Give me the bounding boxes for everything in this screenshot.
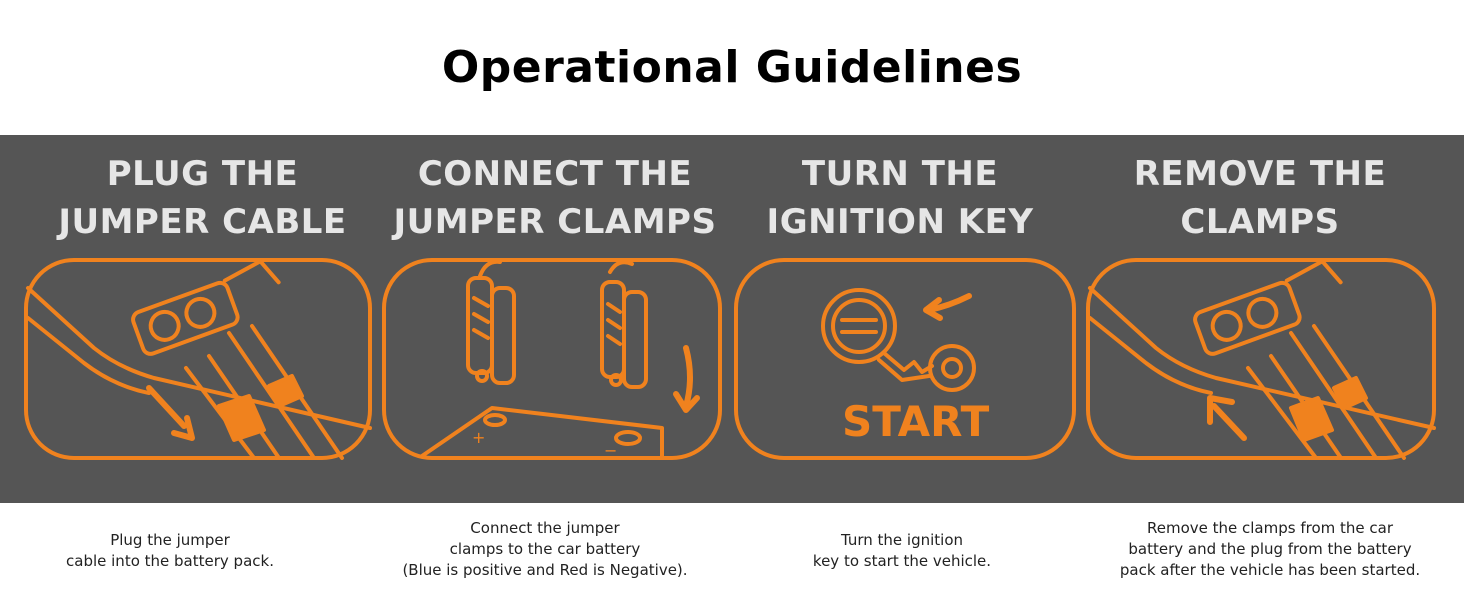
- plug-cable-icon: [24, 258, 372, 460]
- remove-clamps-icon: [1086, 258, 1436, 460]
- battery-minus-label: −: [604, 441, 617, 460]
- page-title: Operational Guidelines: [441, 42, 1023, 93]
- ignition-key-icon: START: [734, 258, 1076, 460]
- start-label: START: [842, 397, 990, 446]
- battery-plus-label: +: [472, 428, 485, 447]
- clamps-battery-icon: + −: [382, 258, 722, 460]
